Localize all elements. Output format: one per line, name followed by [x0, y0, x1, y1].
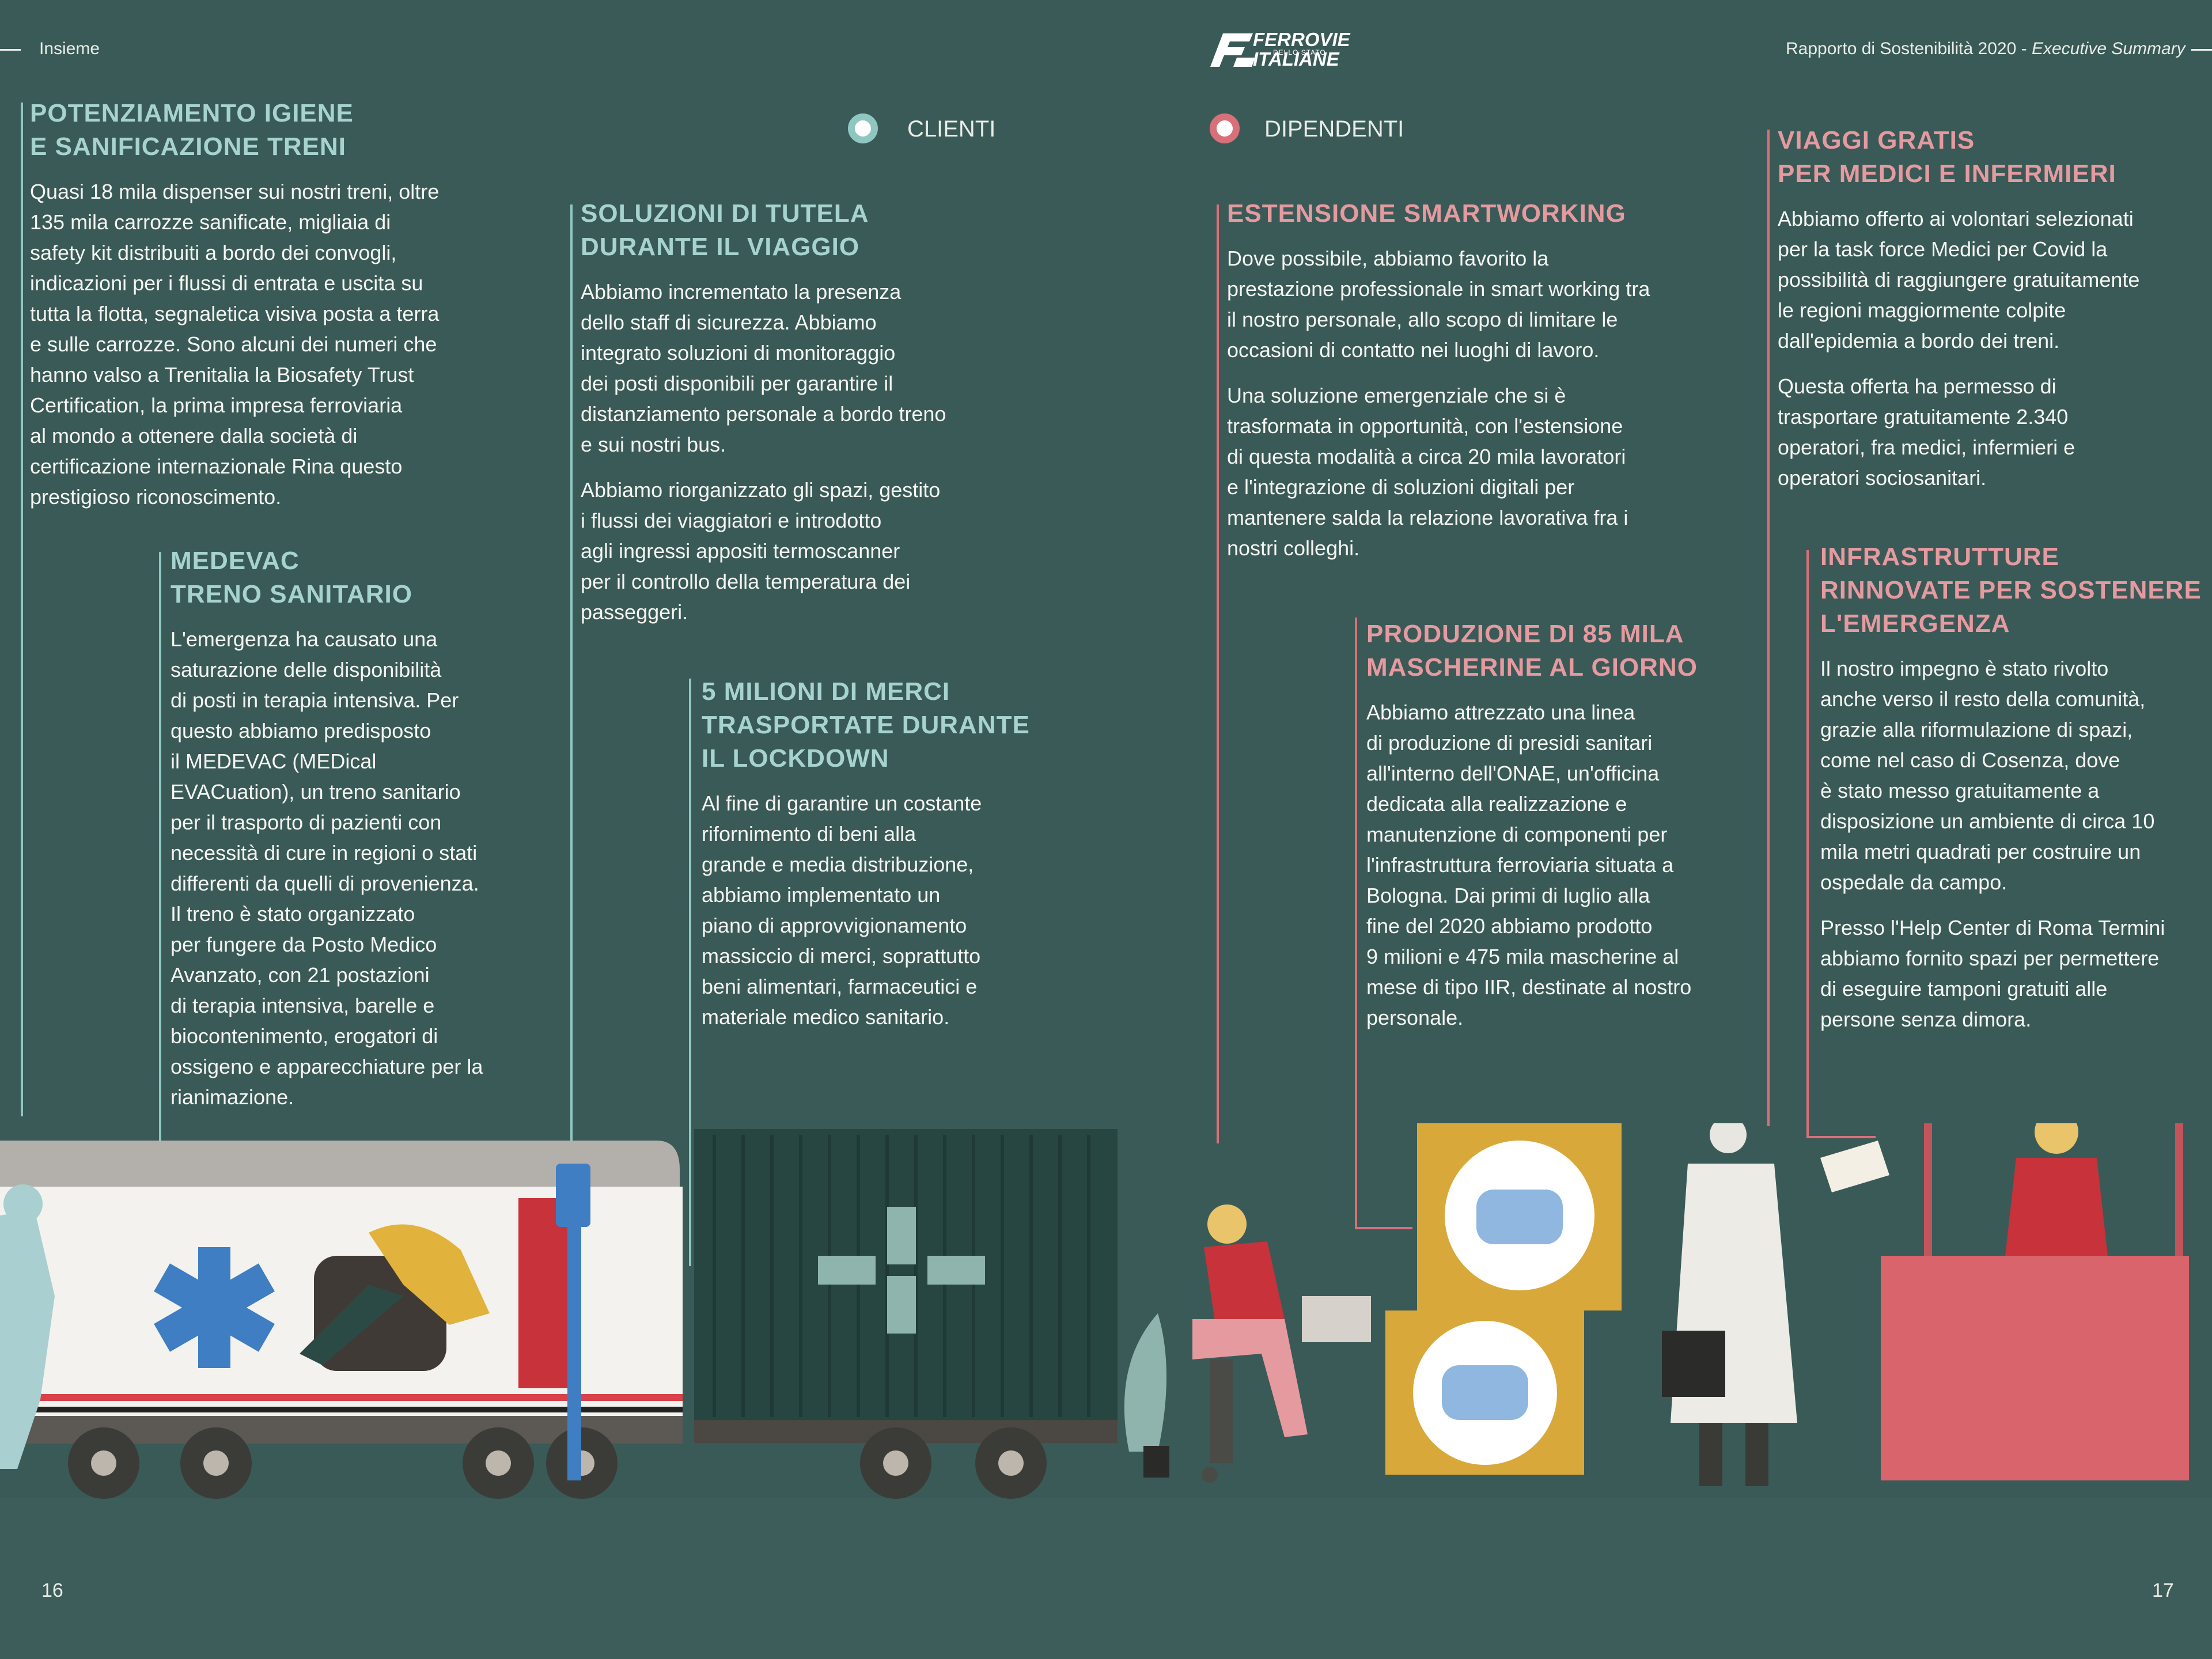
merci-body: Al fine di garantire un costante riforni…	[702, 791, 982, 1029]
viaggi-body-2: Questa offerta ha permesso di trasportar…	[1778, 374, 2075, 490]
block-merci: 5 MILIONI DI MERCI TRASPORTATE DURANTE I…	[702, 675, 1105, 1047]
smartworking-woman-illustration	[1124, 1205, 1371, 1483]
block-tutela: SOLUZIONI DI TUTELA DURANTE IL VIAGGIO A…	[581, 197, 1018, 642]
report-title: Rapporto di Sostenibilità 2020 - Executi…	[1786, 39, 2186, 59]
report-title-main: Rapporto di Sostenibilità 2020 -	[1786, 39, 2032, 58]
doctor-illustration	[1662, 1123, 1889, 1486]
header-rule-right	[2191, 49, 2212, 51]
igiene-body: Quasi 18 mila dispenser sui nostri treni…	[30, 180, 440, 509]
infrastrutture-body-1: Il nostro impegno è stato rivolto anche …	[1820, 657, 2155, 894]
igiene-title: POTENZIAMENTO IGIENE E SANIFICAZIONE TRE…	[30, 99, 354, 161]
connector-igiene	[21, 103, 23, 1116]
smartworking-body-1: Dove possibile, abbiamo favorito la pres…	[1227, 247, 1650, 362]
infrastrutture-body-2: Presso l'Help Center di Roma Termini abb…	[1820, 916, 2165, 1031]
page-number-right: 17	[2152, 1580, 2174, 1601]
tutela-title: SOLUZIONI DI TUTELA DURANTE IL VIAGGIO	[581, 199, 869, 261]
connector-infrastrutture	[1806, 550, 1809, 1138]
block-medevac: MEDEVAC TRENO SANITARIO L'emergenza ha c…	[171, 544, 562, 1127]
header-rule-left	[0, 49, 21, 51]
connector-tutela	[570, 204, 573, 1143]
ferrovie-logo-icon	[1210, 33, 1255, 67]
train-illustration	[0, 1141, 683, 1499]
tutela-body-2: Abbiamo riorganizzato gli spazi, gestito…	[581, 478, 941, 624]
logo-wordmark: FERROVIE ITALIANE	[1253, 30, 1350, 69]
block-infrastrutture: INFRASTRUTTURE RINNOVATE PER SOSTENERE L…	[1820, 540, 2206, 1050]
smartworking-body-2: Una soluzione emergenziale che si è tras…	[1227, 384, 1628, 560]
tutela-body-1: Abbiamo incrementato la presenza dello s…	[581, 280, 946, 456]
mascherine-title: PRODUZIONE DI 85 MILA MASCHERINE AL GIOR…	[1366, 620, 1698, 681]
block-igiene: POTENZIAMENTO IGIENE E SANIFICAZIONE TRE…	[30, 97, 548, 527]
legend-clienti-dot	[848, 113, 878, 143]
legend-dipendenti-dot	[1210, 113, 1240, 143]
block-mascherine: PRODUZIONE DI 85 MILA MASCHERINE AL GIOR…	[1366, 618, 1770, 1048]
smartworking-title: ESTENSIONE SMARTWORKING	[1227, 199, 1626, 228]
legend-dipendenti-label: DIPENDENTI	[1264, 116, 1404, 142]
section-name: Insieme	[39, 39, 100, 58]
mascherine-body: Abbiamo attrezzato una linea di produzio…	[1366, 700, 1692, 1029]
connector-infrastrutture-foot	[1806, 1136, 1876, 1138]
illustration-scene	[0, 1123, 2189, 1499]
block-viaggi: VIAGGI GRATIS PER MEDICI E INFERMIERI Ab…	[1778, 124, 2204, 508]
logo-small-text: DELLO STATO	[1273, 48, 1326, 56]
footer-band	[0, 1498, 2212, 1659]
infrastrutture-title: INFRASTRUTTURE RINNOVATE PER SOSTENERE L…	[1820, 543, 2202, 638]
connector-merci	[689, 679, 691, 1266]
viaggi-title: VIAGGI GRATIS PER MEDICI E INFERMIERI	[1778, 126, 2116, 188]
help-kiosk-illustration	[1881, 1123, 2189, 1480]
viaggi-body-1: Abbiamo offerto ai volontari selezionati…	[1778, 207, 2140, 353]
mask-boxes-illustration	[1385, 1123, 1622, 1475]
merci-title: 5 MILIONI DI MERCI TRASPORTATE DURANTE I…	[702, 677, 1030, 772]
block-smartworking: ESTENSIONE SMARTWORKING Dove possibile, …	[1227, 197, 1722, 578]
report-title-sub: Executive Summary	[2031, 39, 2186, 58]
logo-line-1: FERROVIE	[1253, 29, 1350, 50]
connector-mascherine-foot	[1355, 1227, 1412, 1229]
medevac-title: MEDEVAC TRENO SANITARIO	[171, 547, 412, 608]
legend-clienti-label: CLIENTI	[907, 116, 996, 142]
connector-viaggi	[1767, 130, 1770, 1126]
medevac-body: L'emergenza ha causato una saturazione d…	[171, 627, 483, 1109]
logo-line-2: ITALIANE	[1253, 48, 1339, 70]
page-number-left: 16	[41, 1580, 63, 1601]
freight-wagon-illustration	[694, 1129, 1118, 1499]
connector-mascherine	[1355, 618, 1357, 1228]
connector-medevac	[159, 552, 161, 1209]
connector-smartworking	[1217, 204, 1219, 1143]
